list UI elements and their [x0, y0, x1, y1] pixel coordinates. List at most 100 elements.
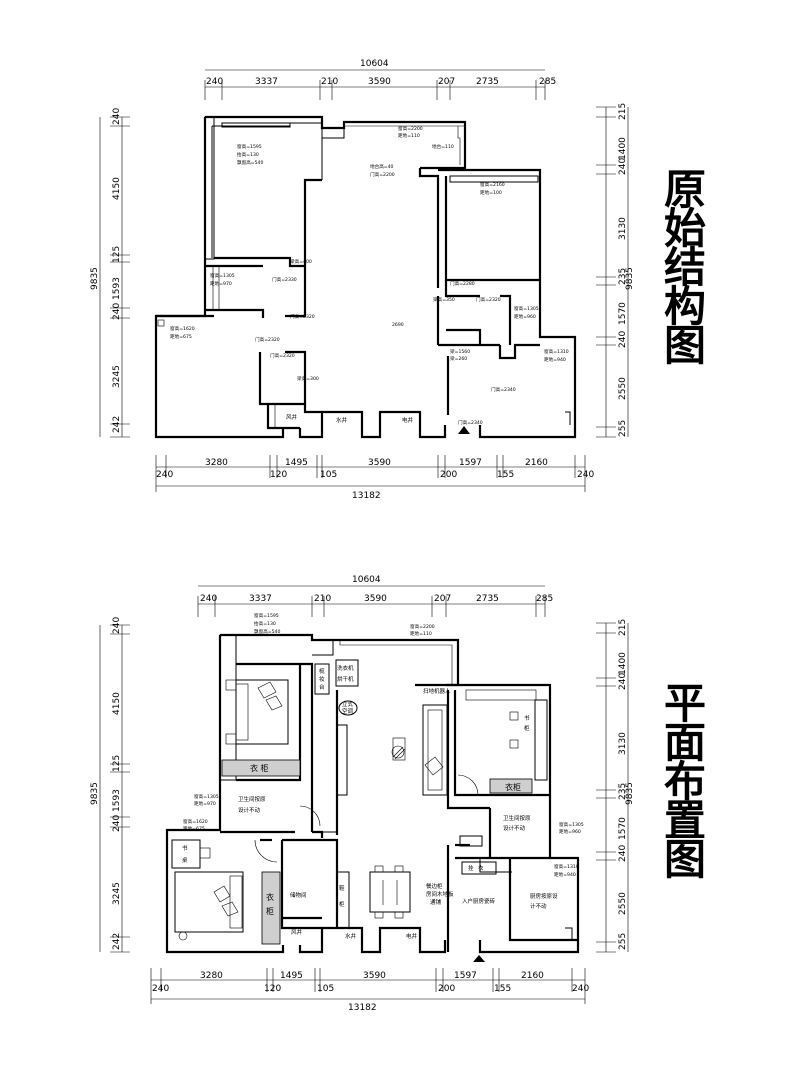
dim-right-5-2: 1570 [618, 817, 628, 840]
dim-bottom-0-2: 240 [152, 984, 169, 994]
pillow-icon [213, 885, 239, 917]
dim-top-4-2: 207 [434, 594, 451, 604]
room-label: 风井 [286, 413, 298, 421]
dim-bottom-total-2: 13182 [348, 1003, 377, 1013]
dim-right-5: 1570 [618, 302, 628, 325]
dim-right-2-2: 240 [618, 673, 628, 690]
dim-top-4: 207 [438, 77, 455, 87]
dim-bottom-3-2: 1495 [280, 971, 303, 981]
bookcase [534, 699, 548, 781]
room-label: 电井 [406, 932, 418, 940]
annotation: 飘窗高=540 [237, 159, 263, 166]
dim-bottom-8-2: 155 [494, 984, 511, 994]
annotation: 窗高=2200 [398, 125, 423, 132]
dim-bottom-4: 105 [320, 470, 337, 480]
dim-right-4-2: 235 [618, 783, 628, 800]
dim-right-2: 240 [618, 158, 628, 175]
room-label: 台 [319, 683, 325, 691]
dim-right-total-2: 9835 [625, 782, 635, 805]
layout-plan-title: 平 面 布 置 图 [664, 679, 706, 884]
room-label: 书 [524, 714, 530, 722]
original-structure-title: 原 始 结 构 图 [664, 165, 706, 370]
annotation: 窗高=1305 [210, 272, 235, 279]
dim-left-1: 4150 [112, 177, 122, 200]
dim-bottom-10-2: 240 [572, 984, 589, 994]
curtain [465, 689, 537, 701]
dim-left-2: 125 [112, 246, 122, 263]
annotation: 窗高=1305 [194, 793, 219, 800]
dim-left-2-2: 125 [112, 755, 122, 772]
wardrobe-3 [489, 778, 533, 794]
annotation: 窗高=2200 [410, 623, 435, 630]
washer-dryer [335, 659, 359, 687]
annotation: 窗高=1310 [554, 863, 579, 870]
annotation: 窗高=1620 [170, 325, 195, 332]
door-swing [254, 839, 278, 863]
annotation: 门高=2280 [450, 280, 475, 287]
furniture: 衣 柜 梳 妆 台 洗衣机 烘干机 立式 空调 卫生间按原 设计不动 书 桌 [171, 659, 558, 945]
room-label: 柜 [339, 900, 345, 908]
annotation: 梁=260 [450, 355, 467, 362]
left-dimension-chain-2: 9835 240 4150 125 1593 240 3245 242 [90, 617, 130, 953]
title-char: 平 [664, 679, 706, 728]
dim-left-3: 1593 [112, 277, 122, 300]
annotation: 梁=1560 [450, 348, 470, 355]
annotation: 距地=110 [398, 132, 420, 139]
dim-right-3-2: 3130 [618, 732, 628, 755]
room-label: 风井 [291, 928, 303, 936]
dim-bottom-5-2: 3590 [363, 971, 386, 981]
dim-bottom-6: 200 [440, 470, 457, 480]
dim-bottom-2-2: 120 [264, 984, 281, 994]
room-label: 储物间 [290, 891, 307, 899]
annotation: 门高=2320 [290, 313, 315, 320]
dim-right-total: 9835 [625, 267, 635, 290]
dim-right-7: 2550 [618, 377, 628, 400]
dim-left-4: 240 [112, 303, 122, 320]
dim-right-0-2: 215 [618, 619, 628, 636]
room-label: 设计不动 [503, 824, 526, 832]
annotation: 梁高=400 [290, 258, 312, 265]
plant-icon [178, 931, 188, 941]
dim-left-3-2: 1593 [112, 789, 122, 812]
furniture-layout-plan: 10604 240 3337 210 3590 207 2735 285 [90, 575, 706, 1013]
annotation: 2690 [392, 322, 404, 328]
ac-unit [338, 700, 358, 716]
title-char: 置 [664, 796, 706, 845]
room-label: 厨房按原设 [530, 892, 558, 900]
room-label: 餐边柜 [426, 882, 443, 890]
pillow-icon [257, 681, 283, 711]
dim-left-0-2: 240 [112, 617, 122, 634]
dim-left-6-2: 242 [112, 933, 122, 950]
wardrobe-2 [261, 871, 281, 945]
annotation: 门高=2320 [476, 296, 501, 303]
annotation: 梁高=300 [297, 375, 319, 382]
left-dimension-chain: 9835 240 4150 125 1593 240 3245 242 [90, 108, 130, 438]
title-char: 原 [664, 165, 706, 214]
room-label: 鞋 [339, 884, 345, 892]
annotation: 门高=2320 [270, 352, 295, 359]
title-char: 构 [664, 282, 706, 331]
dim-right-3: 3130 [618, 217, 628, 240]
washbasin [459, 835, 483, 847]
dim-right-1-2: 1400 [618, 652, 628, 675]
room-label: 计不动 [530, 902, 547, 910]
bottom-dimension-chain-2: 240 3280 120 1495 105 3590 200 1597 155 … [150, 968, 589, 1013]
room-label: 柜 [524, 724, 530, 732]
dim-top-6: 285 [539, 77, 556, 87]
annotation: 窗高=1305 [514, 305, 539, 312]
dim-left-6: 242 [112, 416, 122, 433]
room-label: 洗衣机 [337, 664, 354, 672]
bottom-dimension-chain: 240 3280 120 1495 105 3590 200 1597 155 … [155, 455, 594, 501]
title-char: 结 [664, 243, 706, 292]
room-label: 水井 [345, 932, 357, 940]
title-char: 图 [664, 835, 706, 884]
dim-top-5-2: 2735 [476, 594, 499, 604]
dim-right-4: 235 [618, 268, 628, 285]
annotation: 门高=2200 [370, 171, 395, 178]
annotation: 窗高=1595 [237, 143, 262, 150]
room-label: 水井 [336, 416, 348, 424]
dim-left-4-2: 240 [112, 815, 122, 832]
annotation: 门高=2340 [458, 419, 483, 426]
dim-bottom-0: 240 [156, 470, 173, 480]
dim-bottom-6-2: 200 [438, 984, 455, 994]
